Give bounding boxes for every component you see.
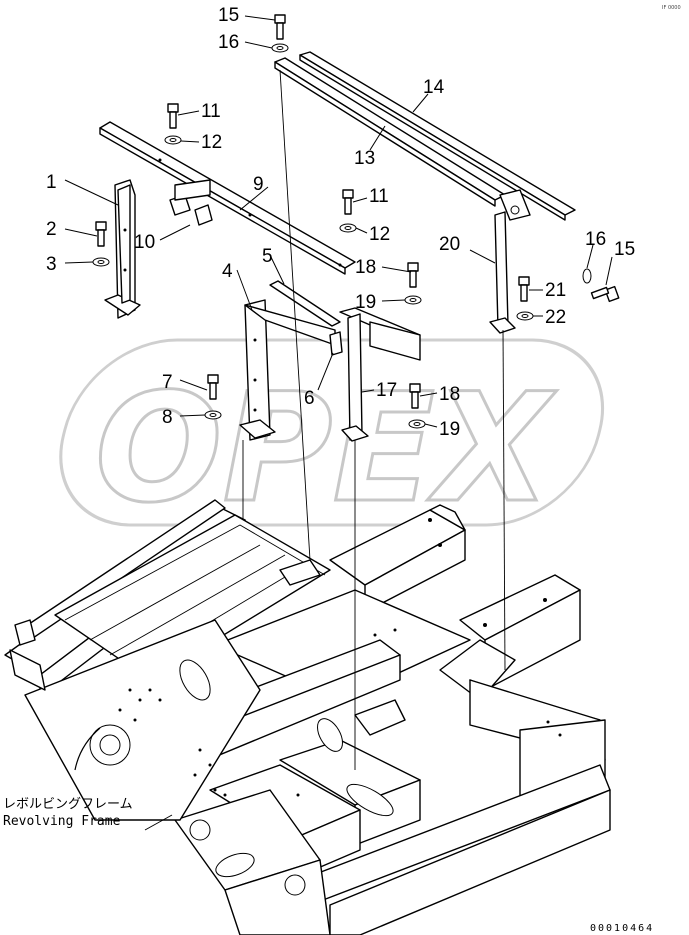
callout-2: 2 (46, 219, 57, 240)
callout-14: 14 (423, 77, 445, 98)
callout-7: 7 (162, 372, 173, 393)
revolving-frame (4, 499, 611, 935)
frame-caption-en: Revolving Frame (3, 814, 121, 829)
callout-19-second: 19 (439, 419, 460, 440)
callout-numbers: 1 2 3 4 5 6 7 8 9 10 11 12 13 14 15 16 1… (46, 5, 635, 440)
callout-1: 1 (46, 172, 57, 193)
corner-mark: IF 0000 (662, 5, 681, 11)
callout-12-second: 12 (369, 224, 390, 245)
watermark-text: OPEX (95, 362, 557, 536)
callout-12: 12 (201, 132, 222, 153)
frame-caption-jp: レボルビングフレーム (3, 797, 133, 812)
callout-11: 11 (201, 101, 221, 122)
callout-16: 16 (218, 32, 239, 53)
callout-9: 9 (253, 174, 264, 195)
callout-18: 18 (355, 257, 376, 278)
callout-leaders (64, 15, 613, 831)
bracket-parts (99, 51, 576, 442)
assembly-guide-lines (242, 69, 506, 770)
callout-6: 6 (304, 388, 315, 409)
callout-21: 21 (545, 280, 566, 301)
callout-15-second: 15 (614, 239, 635, 260)
callout-13: 13 (354, 148, 375, 169)
callout-18-second: 18 (439, 384, 460, 405)
callout-17: 17 (376, 380, 397, 401)
document-number: 00010464 (590, 923, 654, 934)
callout-15: 15 (218, 5, 239, 26)
callout-10: 10 (134, 232, 155, 253)
callout-16-second: 16 (585, 229, 606, 250)
fasteners (92, 14, 620, 429)
callout-8: 8 (162, 407, 173, 428)
callout-3: 3 (46, 254, 57, 275)
opex-watermark: OPEX (59, 338, 605, 538)
callout-11-second: 11 (369, 186, 389, 207)
callout-4: 4 (222, 261, 233, 282)
callout-5: 5 (262, 246, 273, 267)
callout-22: 22 (545, 307, 566, 328)
callout-19: 19 (355, 292, 376, 313)
callout-20: 20 (439, 234, 460, 255)
